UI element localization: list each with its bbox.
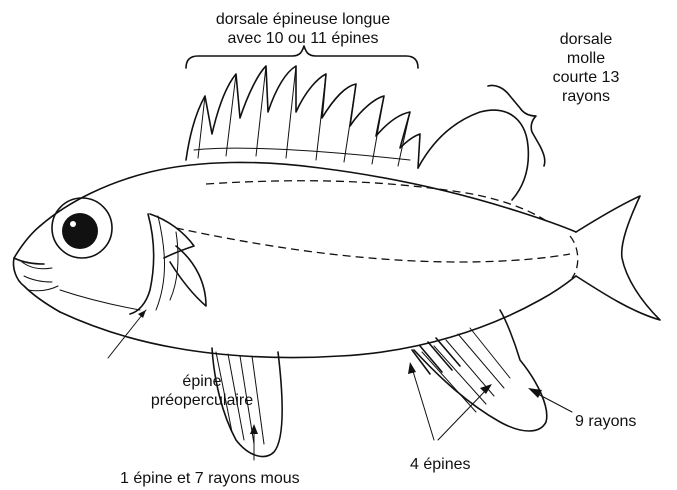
spiny-dorsal-fin [186, 66, 420, 168]
dorsal-spiny-label-line1: dorsale épineuse longue [188, 10, 418, 29]
soft-dorsal-fin [418, 110, 528, 200]
preopercular-spine-label: épine préoperculaire [136, 372, 268, 410]
pelvic-fin-label: 1 épine et 7 rayons mous [120, 469, 300, 488]
caudal-fin [576, 196, 660, 320]
fish-body [40, 162, 578, 357]
dorsal-soft-label-line2: molle [540, 49, 632, 68]
anal-rays-label: 9 rayons [575, 412, 636, 431]
dorsal-spiny-brace [186, 46, 418, 68]
dorsal-soft-label: dorsale molle courte 13 rayons [540, 30, 632, 106]
lateral-lines [176, 181, 570, 262]
dorsal-soft-label-line1: dorsale [540, 30, 632, 49]
dorsal-soft-label-line4: rayons [540, 87, 632, 106]
dorsal-spiny-label-line2: avec 10 ou 11 épines [188, 29, 418, 48]
dorsal-spiny-label: dorsale épineuse longue avec 10 ou 11 ép… [188, 10, 418, 48]
fish-head [13, 198, 206, 314]
dorsal-soft-label-line3: courte 13 [540, 68, 632, 87]
dorsal-soft-brace [488, 85, 545, 166]
anal-spines-label: 4 épines [410, 455, 471, 474]
preopercular-label-line1: épine [136, 372, 268, 391]
preopercular-label-line2: préoperculaire [136, 391, 268, 410]
